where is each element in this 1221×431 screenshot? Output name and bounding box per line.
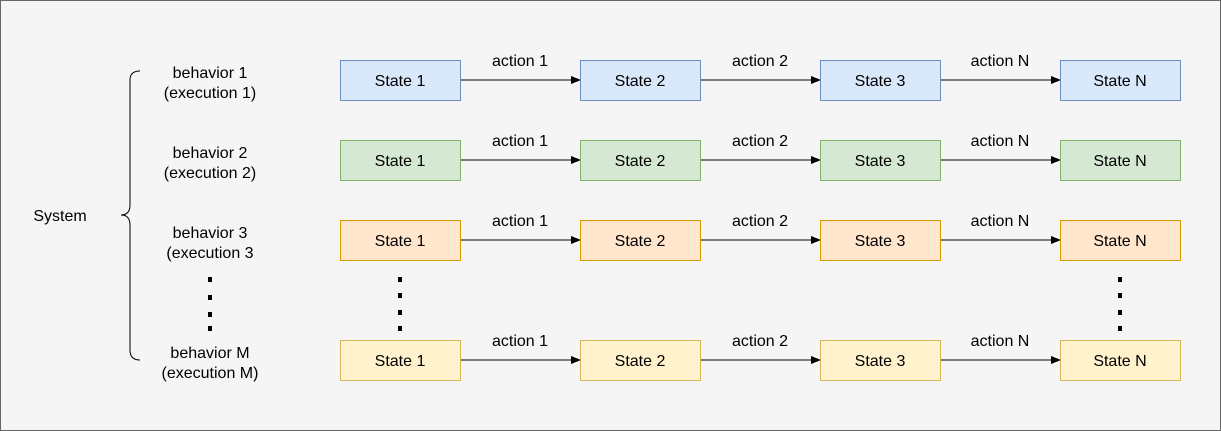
action-label: action 1 <box>492 53 548 70</box>
state-label: State 2 <box>615 233 666 250</box>
behavior-2-row: action 1 action 2 action N State 1 State 2 St… <box>340 133 1181 181</box>
state-label: State 3 <box>855 153 906 170</box>
behavior-m-execution-label: (execution M) <box>162 365 259 382</box>
state-label: State N <box>1093 153 1146 170</box>
action-label: action 2 <box>732 213 788 230</box>
state-box <box>1060 220 1181 261</box>
action-label: action 1 <box>492 333 548 350</box>
state-label: State 1 <box>375 353 426 370</box>
behavior-3-execution-label: (execution 3 <box>166 245 253 262</box>
state-box <box>1060 340 1181 381</box>
behavior-1-row: action 1 action 2 action N State 1 State 2 St… <box>340 53 1181 101</box>
system-brace <box>120 70 141 361</box>
state-box <box>1060 140 1181 181</box>
action-label: action N <box>971 133 1030 150</box>
state-label: State N <box>1093 73 1146 90</box>
state-label: State N <box>1093 353 1146 370</box>
state-box <box>580 220 701 261</box>
state-label: State 2 <box>615 353 666 370</box>
system-label: System <box>33 208 86 225</box>
state-box <box>820 340 941 381</box>
behavior-m-label: behavior M <box>170 345 249 362</box>
state-box <box>580 340 701 381</box>
state-n-column-ellipsis <box>1118 277 1122 331</box>
behavior-m-row: action 1 action 2 action N State 1 State 2 St… <box>340 333 1181 381</box>
state-rows: action 1 action 2 action N State 1 State 2 St… <box>340 53 1181 381</box>
state-box <box>580 140 701 181</box>
state-box <box>340 140 461 181</box>
state-label: State 2 <box>615 73 666 90</box>
state-box <box>820 220 941 261</box>
state-label: State 3 <box>855 73 906 90</box>
behavior-3-label: behavior 3 <box>173 225 248 242</box>
state-box <box>820 60 941 101</box>
action-label: action 2 <box>732 333 788 350</box>
state-box <box>340 340 461 381</box>
behavior-3-row: action 1 action 2 action N State 1 State 2 St… <box>340 213 1181 261</box>
action-label: action N <box>971 53 1030 70</box>
action-label: action N <box>971 333 1030 350</box>
state-box <box>580 60 701 101</box>
action-label: action 1 <box>492 133 548 150</box>
behavior-2-label: behavior 2 <box>173 145 248 162</box>
state-label: State N <box>1093 233 1146 250</box>
state-label: State 1 <box>375 73 426 90</box>
state-label: State 1 <box>375 153 426 170</box>
state-box <box>1060 60 1181 101</box>
action-label: action 2 <box>732 53 788 70</box>
behavior-1-execution-label: (execution 1) <box>164 85 257 102</box>
state-box <box>340 220 461 261</box>
state-1-column-ellipsis <box>398 277 402 331</box>
state-label: State 3 <box>855 353 906 370</box>
behavior-label-ellipsis <box>208 277 212 331</box>
state-box <box>820 140 941 181</box>
action-label: action N <box>971 213 1030 230</box>
state-label: State 2 <box>615 153 666 170</box>
state-label: State 3 <box>855 233 906 250</box>
state-label: State 1 <box>375 233 426 250</box>
behavior-2-execution-label: (execution 2) <box>164 165 257 182</box>
action-label: action 1 <box>492 213 548 230</box>
behavior-1-label: behavior 1 <box>173 65 248 82</box>
action-label: action 2 <box>732 133 788 150</box>
state-box <box>340 60 461 101</box>
